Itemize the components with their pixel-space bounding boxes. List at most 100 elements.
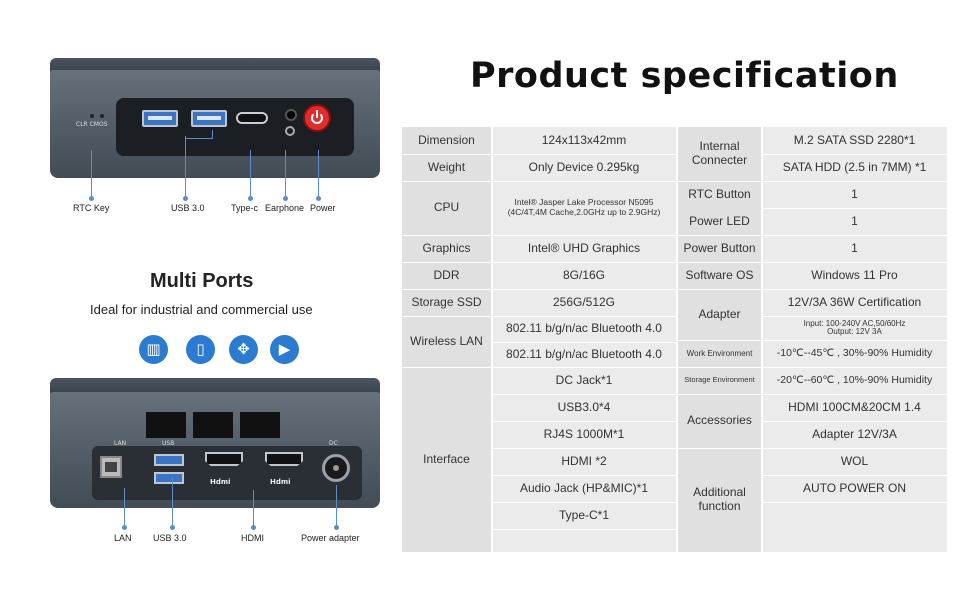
table-divider [761, 127, 763, 552]
hdmi-logo: Hdmi [210, 478, 231, 486]
clr-cmos-label: CLR CMOS [76, 121, 108, 128]
table-row-line [491, 394, 947, 395]
spec-value-storage-ssd: 256G/512G [491, 289, 677, 316]
spec-key-weight: Weight [402, 154, 491, 181]
label-usb-3: USB 3.0 [171, 203, 205, 213]
usb-port-3 [154, 454, 184, 466]
earphone-jack [285, 109, 297, 121]
label-earphone: Earphone [265, 203, 305, 213]
power-button-icon [303, 104, 331, 132]
spec-key-internal-connecter: Internal Connecter [677, 127, 762, 181]
spec-value-wol: WOL [762, 448, 947, 475]
front-panel-device: CLR CMOS [50, 58, 380, 178]
multi-ports-title: Multi Ports [150, 270, 254, 292]
typec-leader [250, 150, 251, 198]
spec-value-cpu: Intel® Jasper Lake Processor N5095 (4C/4… [491, 181, 677, 235]
camera-icon: ▶ [270, 335, 299, 364]
spec-value-software-os: Windows 11 Pro [762, 262, 947, 289]
table-row-line [402, 181, 947, 182]
leader-dot [183, 196, 188, 201]
spec-key-rtc-button: RTC Button [677, 181, 762, 208]
device-top [50, 58, 380, 72]
spec-value-accessories-adapter: Adapter 12V/3A [762, 421, 947, 448]
spec-value-weight: Only Device 0.295kg [491, 154, 677, 181]
spec-value-interface-lan: RJ4S 1000M*1 [491, 421, 677, 448]
table-row-line [762, 154, 947, 155]
table-row-line [762, 208, 947, 209]
vent [146, 412, 186, 438]
table-divider [676, 127, 678, 552]
headphone-icon [285, 126, 295, 136]
usb-port-1 [142, 110, 178, 127]
spec-value-dimension: 124x113x42mm [491, 127, 677, 154]
leader-dot [251, 525, 256, 530]
rtc-leader [91, 150, 92, 198]
spec-value-power-led: 1 [762, 208, 947, 235]
table-row-line [677, 340, 947, 341]
spec-key-adapter: Adapter [677, 289, 762, 340]
label-power: Power [310, 203, 336, 213]
lan-leader [124, 488, 125, 528]
table-row-line [402, 367, 947, 368]
spec-value-interface-audio: Audio Jack (HP&MIC)*1 [491, 475, 677, 502]
usb-caption: USB [162, 440, 175, 447]
spec-key-power-button: Power Button [677, 235, 762, 262]
spec-key-storage-environment: Storage Environment [677, 367, 762, 394]
leader-dot [122, 525, 127, 530]
power-leader [318, 150, 319, 198]
label-hdmi: HDMI [241, 533, 264, 543]
dc-port [322, 454, 350, 482]
earphone-leader [285, 150, 286, 198]
spec-value-auto-power-on: AUTO POWER ON [762, 475, 947, 502]
back-panel-device: LAN USB DC Hdmi Hdmi [50, 378, 380, 508]
spec-key-cpu: CPU [402, 181, 491, 235]
usb-port-2 [191, 110, 227, 127]
label-rtc-key: RTC Key [73, 203, 110, 213]
spec-value-adapter-cert: 12V/3A 36W Certification [762, 289, 947, 316]
tablet-icon: ▯ [186, 335, 215, 364]
table-row-line [491, 529, 677, 530]
spec-key-ddr: DDR [402, 262, 491, 289]
device-top [50, 378, 380, 394]
spec-value-interface-dc: DC Jack*1 [491, 367, 677, 394]
usb-leader [185, 136, 186, 198]
spec-value-storage-environment: -20℃--60℃ , 10%-90% Humidity [762, 367, 947, 394]
usb-port-4 [154, 472, 184, 484]
table-row-line [402, 154, 677, 155]
lan-port [100, 456, 122, 478]
chart-icon: ▥ [139, 335, 168, 364]
spec-value-power-button: 1 [762, 235, 947, 262]
lan-caption: LAN [114, 440, 127, 447]
spec-value-internal-ssd: M.2 SATA SSD 2280*1 [762, 127, 947, 154]
table-row-line [402, 316, 677, 317]
label-power-adapter: Power adapter [301, 533, 360, 543]
spec-value-wireless-1: 802.11 b/g/n/ac Bluetooth 4.0 [491, 316, 677, 342]
spec-key-interface: Interface [402, 367, 491, 552]
spec-key-work-environment: Work Environment [677, 340, 762, 367]
spec-key-accessories: Accessories [677, 394, 762, 448]
table-row-line [402, 235, 947, 236]
table-row-line [762, 316, 947, 317]
table-row-line [491, 502, 677, 503]
spec-value-work-environment: -10℃--45℃ , 30%-90% Humidity [762, 340, 947, 367]
spec-value-graphics: Intel® UHD Graphics [491, 235, 677, 262]
spec-key-software-os: Software OS [677, 262, 762, 289]
spec-value-adapter-io: Input: 100-240V AC,50/60Hz Output: 12V 3… [762, 316, 947, 340]
spec-value-ddr: 8G/16G [491, 262, 677, 289]
table-row-line [402, 262, 947, 263]
spec-value-interface-hdmi: HDMI *2 [491, 448, 677, 475]
rtc-pinhole [90, 114, 94, 118]
spec-key-dimension: Dimension [402, 127, 491, 154]
leader-dot [89, 196, 94, 201]
table-row-line [762, 475, 947, 476]
table-row-line [762, 502, 947, 503]
table-row-line [762, 421, 947, 422]
page-title: Product specification [470, 56, 899, 96]
spec-key-graphics: Graphics [402, 235, 491, 262]
leader-dot [283, 196, 288, 201]
leader-dot [334, 525, 339, 530]
type-c-port [236, 112, 268, 124]
spec-key-storage-ssd: Storage SSD [402, 289, 491, 316]
multi-ports-subtitle: Ideal for industrial and commercial use [90, 302, 313, 317]
spec-value-empty [762, 502, 947, 552]
